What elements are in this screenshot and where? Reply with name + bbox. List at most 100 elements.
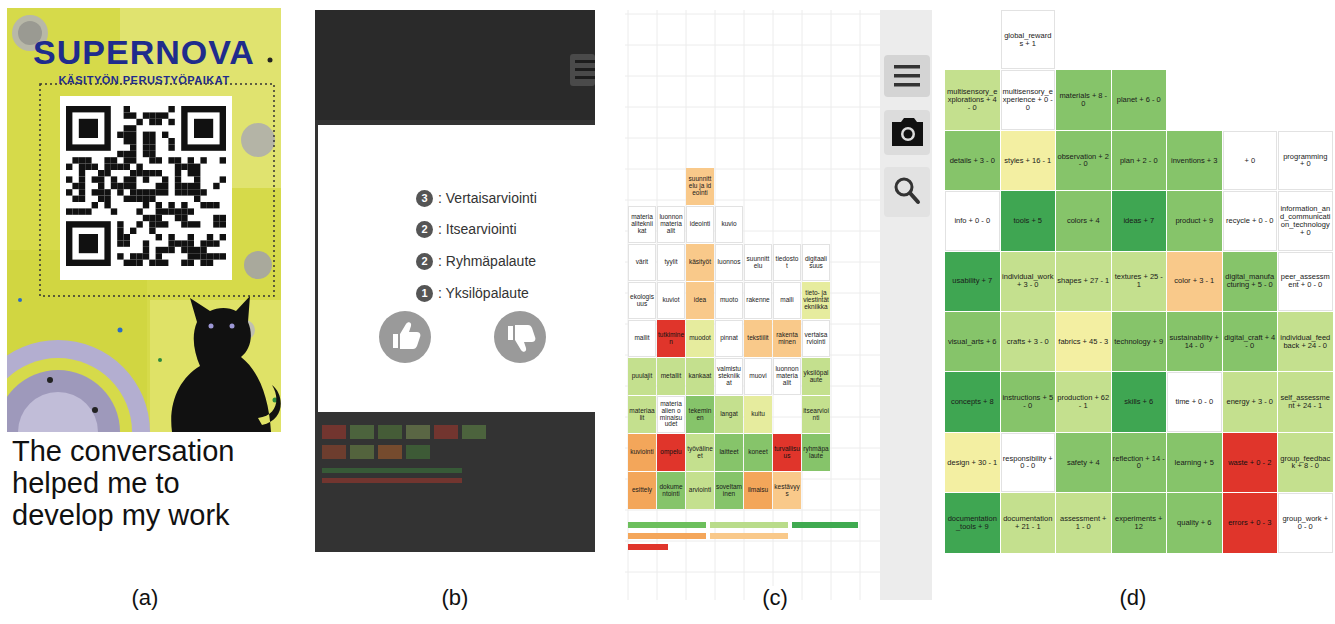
tag-text: luonnos [716, 259, 742, 266]
qr-module [188, 247, 194, 253]
qr-module [181, 189, 187, 195]
tag-cell: suunnittelu ja ideointi [686, 168, 714, 205]
tag-text: global_rewards + 1 [1002, 32, 1055, 48]
tag-text: suunnittelu [745, 256, 771, 270]
tag-cell: fabrics + 45 - 3 [1056, 312, 1111, 371]
qr-module [124, 138, 130, 144]
qr-module [162, 260, 168, 266]
tag-cell: documentation + 21 - 1 [1001, 493, 1056, 552]
qr-module [175, 189, 181, 195]
grid-line [625, 45, 880, 46]
tag-cell: laitteet [715, 434, 743, 471]
qr-module [124, 183, 130, 189]
qr-module [117, 151, 123, 157]
tag-text: waste + 0 - 2 [1223, 459, 1278, 467]
tag-text: skills + 6 [1112, 398, 1167, 406]
deco-dot [158, 358, 162, 362]
qr-module [143, 189, 149, 195]
qr-module [124, 240, 130, 246]
deco-circle [7, 340, 150, 432]
qr-module [162, 183, 168, 189]
qr-module [130, 196, 136, 202]
qr-module [79, 164, 85, 170]
qr-module [149, 132, 155, 138]
tag-text: ompelu [657, 449, 685, 456]
qr-module [130, 151, 136, 157]
grid-line [625, 541, 880, 542]
tag-cell: materiaalitekniikat [628, 206, 656, 243]
qr-module [143, 112, 149, 118]
qr-module [117, 228, 123, 234]
tag-text: experiments + 12 [1112, 515, 1167, 531]
tag-cell: group_feedback + 8 - 0 [1278, 433, 1333, 492]
tag-cell: multisensory_explorations + 4 - 0 [945, 70, 1000, 129]
tag-text: safety + 4 [1056, 459, 1111, 467]
tag-cell: yksilöpalaute [802, 358, 830, 395]
tag-text: materiaalit [628, 408, 656, 422]
tag-text: muovi [745, 373, 771, 380]
tag-cell: värit [628, 244, 656, 281]
qr-module [168, 208, 174, 214]
qr-module [181, 260, 187, 266]
tag-text: tieto- ja viestintätekniikka [802, 290, 830, 310]
tag-cell: colors + 4 [1056, 191, 1111, 250]
tag-cell: arviointi [686, 472, 714, 509]
qr-module [117, 221, 123, 227]
tag-text: individual_work + 3 - 0 [1001, 273, 1056, 289]
qr-module [111, 208, 117, 214]
tag-cell: self_assessment + 24 - 1 [1278, 372, 1333, 431]
tag-text: individual_feedback + 24 - 0 [1278, 334, 1333, 350]
toolbar-button [884, 167, 930, 217]
tag-text: mallit [629, 335, 655, 342]
deco-dot [118, 328, 123, 333]
deco-circle [241, 123, 275, 157]
qr-finder [79, 234, 98, 253]
tag-cell: design + 30 - 1 [945, 433, 1000, 492]
qr-module [104, 189, 110, 195]
tag-text: group_work + 0 - 0 [1279, 515, 1332, 531]
tag-cell: waste + 0 - 2 [1223, 433, 1278, 492]
qr-module [175, 208, 181, 214]
qr-module [136, 119, 142, 125]
qr-module [194, 183, 200, 189]
legend-bar [710, 533, 788, 539]
feedback-dialog: 3: Vertaisarviointi2: Itsearviointi2: Ry… [318, 125, 595, 412]
menu-bar [894, 74, 920, 78]
tag-text: colors + 4 [1056, 217, 1111, 225]
tag-cell: materiaalien ominaisuudet [657, 396, 685, 433]
tag-cell: valmistustekniikat [715, 358, 743, 395]
qr-module [200, 253, 206, 259]
qr-module [79, 183, 85, 189]
tag-cell: ompelu [657, 434, 685, 471]
qr-module [188, 208, 194, 214]
legend-bar [628, 522, 706, 528]
tag-cell: ilmaisu [744, 472, 772, 509]
thumbs-up-icon [393, 322, 420, 349]
qr-module [188, 234, 194, 240]
camera-lens [901, 127, 915, 141]
tag-text: inventions + 3 [1167, 157, 1222, 165]
tag-cell: muodot [686, 320, 714, 357]
tag-cell: puulajit [628, 358, 656, 395]
tag-cell: reflection + 14 - 0 [1112, 433, 1167, 492]
tag-text: production + 62 - 1 [1056, 394, 1111, 410]
tag-cell: safety + 4 [1056, 433, 1111, 492]
qr-code [66, 106, 226, 266]
qr-module [130, 183, 136, 189]
qr-module [175, 164, 181, 170]
tag-cell: tutkiminen [657, 320, 685, 357]
qr-module [111, 176, 117, 182]
tag-cell: kuitu [744, 396, 772, 433]
tag-cell: details + 3 - 0 [945, 131, 1000, 190]
tag-text: fabrics + 45 - 3 [1056, 338, 1111, 346]
deco-circle [18, 392, 98, 432]
qr-module [162, 176, 168, 182]
legend-bar [792, 522, 858, 528]
qr-module [194, 170, 200, 176]
qr-module [98, 189, 104, 195]
tag-text: observation + 2 - 0 [1056, 153, 1111, 169]
tag-cell: ideointi [686, 206, 714, 243]
tag-cell: tieto- ja viestintätekniikka [802, 282, 830, 319]
feedback-type: : Ryhmäpalaute [438, 252, 536, 270]
qr-module [130, 176, 136, 182]
